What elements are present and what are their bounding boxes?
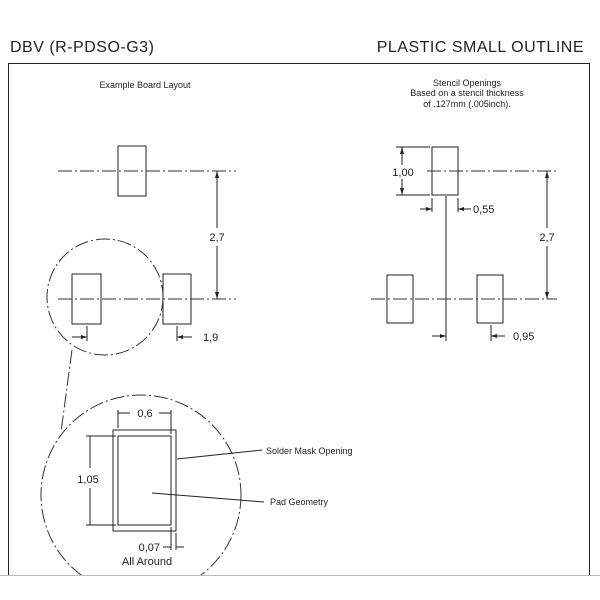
detail-clearance: 0,07: [139, 542, 160, 554]
detail-height: 1,05: [77, 474, 98, 486]
stencil-pad-top: [431, 146, 459, 196]
detail-width: 0,6: [137, 408, 152, 420]
drawing-frame: [8, 63, 590, 575]
stencil-pitch-vertical: 2,7: [539, 232, 554, 244]
stencil-pad-width: 0,55: [473, 204, 494, 216]
detail-callout-circle: [46, 238, 164, 356]
stencil-title-3: of .127mm (.005inch).: [423, 99, 511, 109]
detail-circle: [40, 394, 242, 575]
stencil-pad-bottom-left: [386, 274, 414, 324]
stencil-offset: 0,95: [513, 331, 534, 343]
pad-bottom-left: [71, 273, 102, 325]
board-pitch-horizontal: 1,9: [203, 332, 218, 344]
stencil-openings: Stencil Openings Based on a stencil thic…: [371, 78, 557, 343]
stencil-pad-bottom-right: [476, 274, 504, 324]
package-title: DBV (R-PDSO-G3): [10, 39, 154, 56]
detail-clearance-note: All Around: [122, 556, 172, 568]
board-pitch-vertical: 2,7: [209, 232, 224, 244]
solder-mask-opening: [112, 429, 177, 532]
board-layout: Example Board Layout 2,7 1,9: [46, 80, 236, 433]
pad-geometry: [117, 435, 172, 526]
stencil-title-1: Stencil Openings: [433, 78, 502, 88]
pad-top: [117, 145, 147, 197]
stencil-pad-height: 1,00: [392, 167, 413, 179]
board-layout-title: Example Board Layout: [99, 80, 191, 90]
solder-mask-label: Solder Mask Opening: [266, 446, 353, 456]
detail-leader: [60, 349, 73, 433]
package-type: PLASTIC SMALL OUTLINE: [377, 39, 584, 56]
stencil-title-2: Based on a stencil thickness: [410, 88, 524, 98]
pad-geometry-label: Pad Geometry: [270, 497, 329, 507]
pad-detail: 0,6 1,05 Solder Mask Opening Pad Geometr…: [40, 394, 353, 575]
